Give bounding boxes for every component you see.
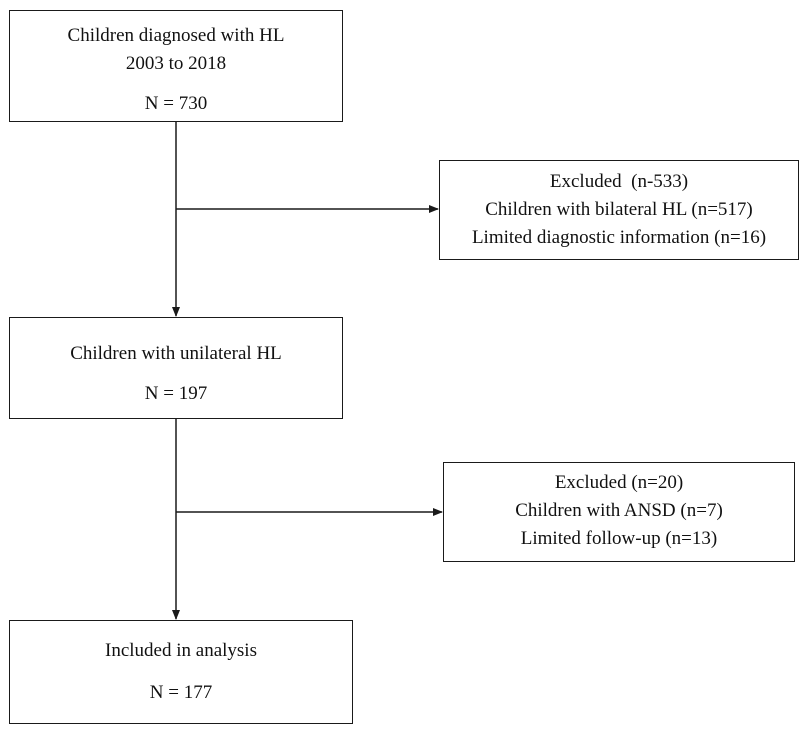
start-count: N = 730 bbox=[144, 93, 208, 114]
included-box: Included in analysis N = 177 bbox=[9, 620, 353, 724]
start-description: Children diagnosed with HL bbox=[67, 25, 285, 46]
exclusion-1-title: Excluded (n-533) bbox=[549, 171, 689, 192]
exclusion-1-reason-limited-info: Limited diagnostic information (n=16) bbox=[471, 227, 767, 248]
exclusion-box-1: Excluded (n-533) Children with bilateral… bbox=[439, 160, 799, 260]
exclusion-2-reason-ansd: Children with ANSD (n=7) bbox=[515, 500, 723, 521]
exclusion-2-reason-follow-up: Limited follow-up (n=13) bbox=[520, 528, 718, 549]
included-description: Included in analysis bbox=[105, 640, 257, 661]
exclusion-box-2: Excluded (n=20) Children with ANSD (n=7)… bbox=[443, 462, 795, 562]
unilateral-description: Children with unilateral HL bbox=[70, 343, 282, 364]
start-box: Children diagnosed with HL 2003 to 2018 … bbox=[9, 10, 343, 122]
exclusion-1-reason-bilateral: Children with bilateral HL (n=517) bbox=[485, 199, 753, 220]
unilateral-count: N = 197 bbox=[144, 383, 208, 404]
exclusion-2-title: Excluded (n=20) bbox=[554, 472, 684, 493]
included-count: N = 177 bbox=[149, 682, 213, 703]
start-date-range: 2003 to 2018 bbox=[125, 53, 227, 74]
unilateral-box: Children with unilateral HL N = 197 bbox=[9, 317, 343, 419]
